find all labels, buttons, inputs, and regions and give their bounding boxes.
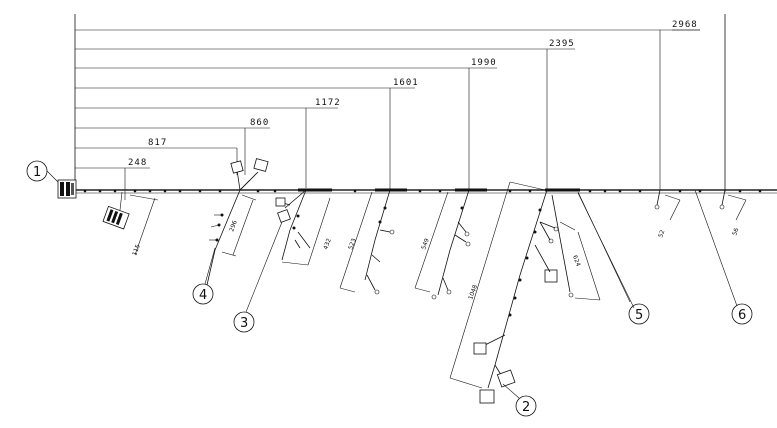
dim-860: 860	[250, 118, 269, 128]
left-connector	[102, 205, 130, 230]
spur-56	[719, 189, 747, 221]
branch-2	[449, 181, 559, 404]
trunk-clips	[83, 189, 762, 193]
leader-lines	[46, 170, 738, 399]
svg-text:2: 2	[522, 400, 530, 415]
svg-text:5: 5	[635, 308, 643, 323]
dim-2395: 2395	[549, 39, 575, 49]
callout-4: 4	[192, 283, 214, 305]
dim-248: 248	[128, 158, 147, 168]
dim-549: 549	[420, 237, 431, 250]
dim-52: 52	[657, 229, 666, 239]
dim-1172: 1172	[315, 98, 341, 108]
dim-1601: 1601	[393, 78, 419, 88]
callout-1: 1	[26, 160, 48, 182]
callout-6: 6	[731, 303, 753, 325]
dim-523: 523	[347, 237, 358, 250]
callout-3: 3	[233, 311, 255, 333]
dim-2968: 2968	[672, 20, 698, 30]
dim-56: 56	[731, 227, 740, 237]
dim-1048: 1048	[467, 284, 479, 301]
callout-5: 5	[628, 303, 650, 325]
dimension-lines	[75, 29, 700, 200]
dim-817: 817	[148, 138, 167, 148]
branch-5	[551, 191, 631, 303]
svg-text:3: 3	[240, 316, 248, 331]
dim-1990: 1990	[471, 58, 497, 68]
tape-segments	[298, 188, 580, 192]
branch-3	[275, 189, 331, 266]
dim-296: 296	[228, 219, 239, 232]
dim-624: 624	[571, 254, 582, 267]
branch-4	[206, 158, 269, 286]
svg-text:4: 4	[199, 288, 207, 303]
dim-115: 115	[131, 243, 142, 256]
svg-text:6: 6	[738, 308, 746, 323]
spur-52	[654, 189, 681, 221]
main-connector	[57, 179, 77, 199]
dim-432: 432	[322, 237, 333, 250]
branch-1601	[339, 189, 395, 295]
branch-1990	[414, 189, 471, 300]
callout-2: 2	[515, 395, 537, 417]
svg-text:1: 1	[33, 165, 41, 180]
